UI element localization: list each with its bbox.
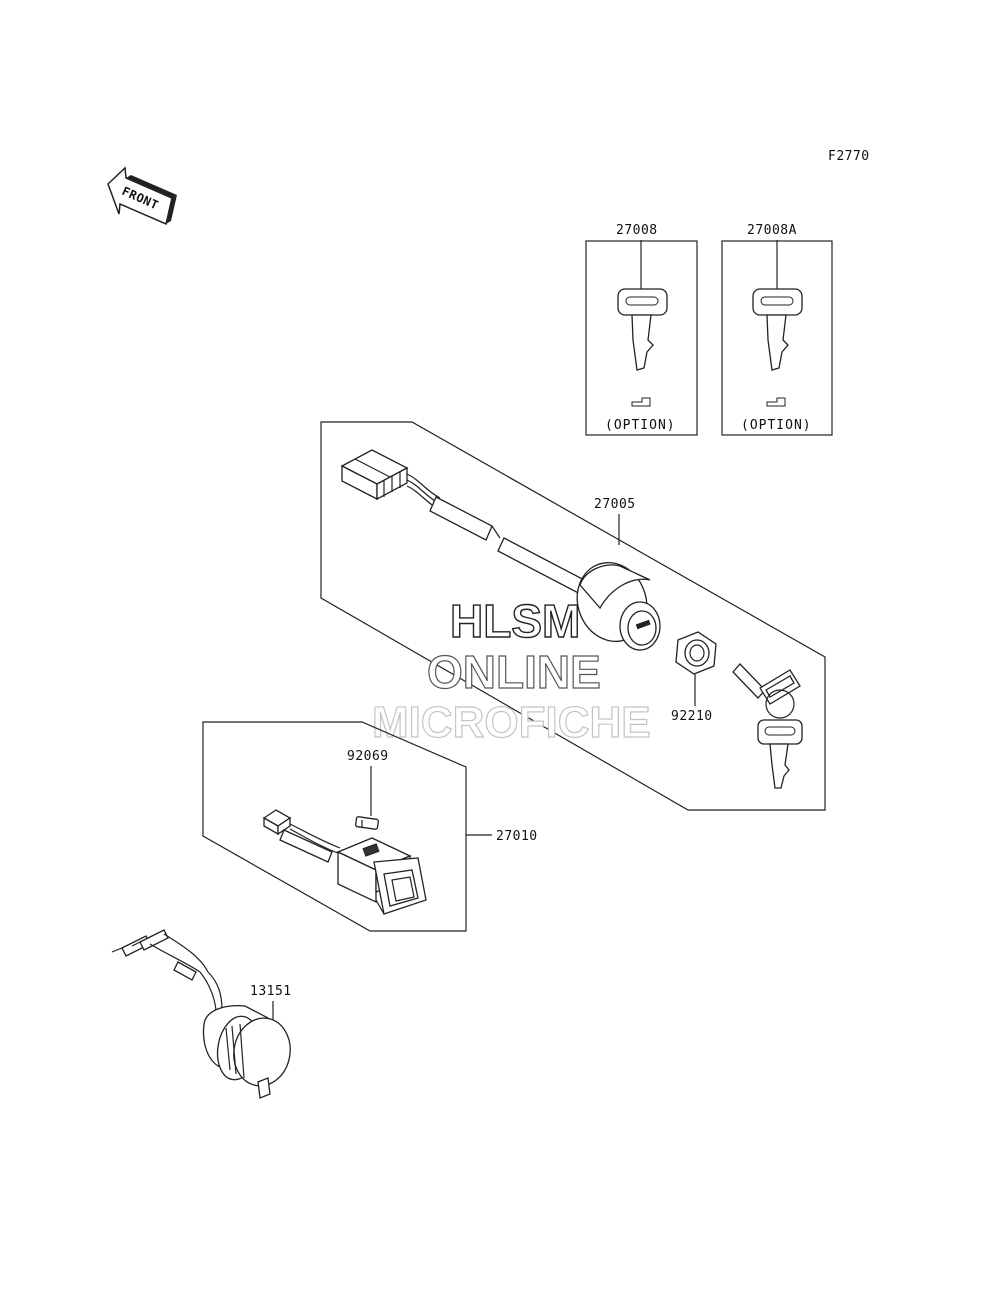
key-27008-box: [585, 240, 698, 436]
nut-92210-icon: [675, 631, 717, 675]
key-27008-group: 27008 (OPTION): [585, 223, 698, 436]
watermark-line3: MICROFICHE: [372, 698, 651, 747]
option-label-27008a: (OPTION): [741, 418, 812, 433]
ignition-wire-harness: [406, 473, 593, 598]
socket-wiring: [111, 929, 223, 1011]
part-label-27008a: 27008A: [747, 223, 797, 238]
ignition-switch-icon: [576, 562, 661, 651]
part-label-13151: 13151: [250, 984, 292, 999]
part-label-27008: 27008: [616, 223, 658, 238]
bulb-92069-icon: [355, 816, 379, 830]
ignition-connector-icon: [340, 449, 409, 501]
part-label-27010: 27010: [496, 829, 538, 844]
key-27008a-group: 27008A (OPTION): [721, 223, 833, 436]
part-label-92069: 92069: [347, 749, 389, 764]
key-27008a-icon: [752, 288, 803, 407]
push-switch-icon: [336, 837, 427, 915]
part-label-92210: 92210: [671, 709, 713, 724]
push-switch-outline: [202, 721, 467, 932]
ignition-switch-outline: [320, 421, 826, 811]
ignition-keys-icon: [732, 663, 803, 789]
figure-code: F2770: [828, 149, 870, 164]
part-label-27005: 27005: [594, 497, 636, 512]
watermark-line1: HLSM: [450, 595, 580, 647]
key-27008a-box: [721, 240, 833, 436]
front-arrow-icon: FRONT: [107, 166, 177, 226]
key-27008-icon: [617, 288, 668, 407]
watermark: HLSM ONLINE MICROFICHE: [371, 594, 651, 747]
option-label-27008: (OPTION): [605, 418, 676, 433]
push-switch-connector-icon: [262, 809, 341, 863]
watermark-line2: ONLINE: [427, 646, 601, 698]
socket-13151-icon: [202, 1004, 291, 1099]
